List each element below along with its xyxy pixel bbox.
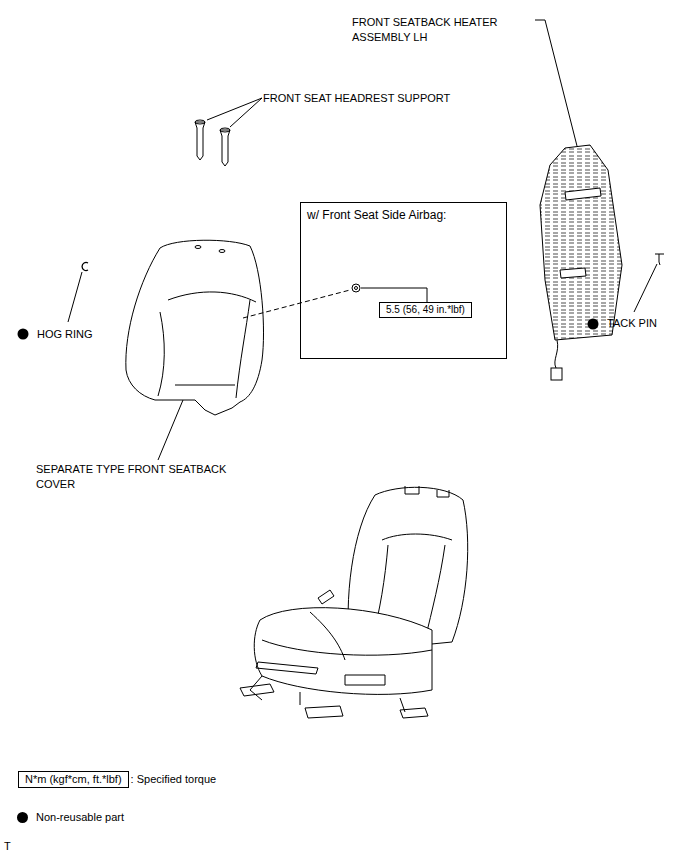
legend-item: Non-reusable part	[36, 810, 124, 825]
figure-mark: T	[4, 839, 11, 852]
label-holder: HOG RING	[37, 327, 93, 342]
part-name: TACK PIN	[607, 316, 657, 331]
non-reusable-mark	[18, 329, 29, 340]
legend-item: : Specified torque	[131, 772, 217, 787]
part-name: SEPARATE TYPE FRONT SEATBACK COVER	[36, 462, 251, 492]
hog-ring	[68, 263, 88, 323]
tack-pin	[634, 254, 664, 312]
part-name: FRONT SEATBACK HEATER ASSEMBLY LH	[352, 15, 527, 45]
front-seat	[240, 486, 468, 718]
legend-torque-box: N*m (kgf*cm, ft.*lbf)	[18, 771, 129, 788]
non-reusable-dot	[17, 812, 28, 823]
label-holder: FRONT SEAT HEADREST SUPPORT	[263, 91, 450, 106]
torque-box: 5.5 (56, 49 in.*lbf)	[379, 302, 472, 318]
box-heading: w/ Front Seat Side Airbag:	[307, 208, 500, 222]
box-heading: N*m (kgf*cm, ft.*lbf)	[25, 773, 122, 786]
seatback-cover	[126, 240, 350, 460]
box-heading: 5.5 (56, 49 in.*lbf)	[386, 304, 465, 316]
label-holder: TACK PIN	[607, 316, 657, 331]
part-name: FRONT SEAT HEADREST SUPPORT	[263, 91, 450, 106]
part-name: HOG RING	[37, 327, 93, 342]
bolt	[352, 284, 427, 302]
label-holder: SEPARATE TYPE FRONT SEATBACK COVER	[36, 462, 251, 492]
non-reusable-mark	[588, 319, 599, 330]
option-box: w/ Front Seat Side Airbag: 5.5 (56, 49 in…	[300, 202, 507, 359]
headrest-support	[195, 98, 262, 166]
legend-text: : Specified torque	[131, 772, 217, 787]
label-holder: FRONT SEATBACK HEATER ASSEMBLY LH	[352, 15, 527, 45]
legend-text: Non-reusable part	[36, 810, 124, 825]
label-holder: T	[4, 839, 11, 852]
